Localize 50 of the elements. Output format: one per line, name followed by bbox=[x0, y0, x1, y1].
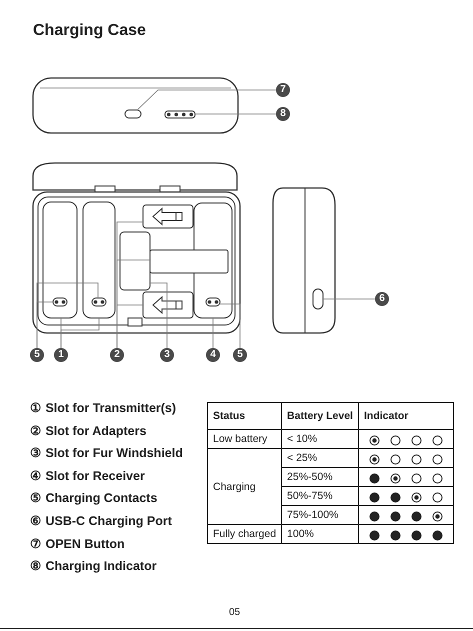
callout-number: 5 bbox=[233, 348, 247, 362]
table-text: 25%-50% bbox=[282, 468, 358, 486]
callout-number: 4 bbox=[206, 348, 220, 362]
callout-number: 2 bbox=[110, 348, 124, 362]
part-description: ⑦ OPEN Button bbox=[30, 536, 125, 551]
callout-number: 1 bbox=[54, 348, 68, 362]
page-number: 05 bbox=[229, 607, 240, 618]
callout-number: 7 bbox=[276, 83, 290, 97]
leader-line bbox=[322, 298, 376, 300]
leader-line bbox=[136, 90, 276, 110]
part-description: ⑥ USB-C Charging Port bbox=[30, 513, 172, 528]
charging-contacts bbox=[92, 298, 106, 306]
table-text: 100% bbox=[282, 524, 358, 544]
table-text: < 25% bbox=[282, 448, 358, 468]
table-text: 75%-100% bbox=[282, 506, 358, 524]
leader-line bbox=[36, 282, 98, 348]
table-header: Battery Level bbox=[282, 402, 358, 430]
part-description: ① Slot for Transmitter(s) bbox=[30, 400, 176, 415]
leader-line bbox=[212, 318, 214, 348]
callout-number: 6 bbox=[375, 292, 389, 306]
adapter-slot bbox=[142, 292, 194, 318]
part-description: ③ Slot for Fur Windshield bbox=[30, 445, 183, 460]
charging-contacts bbox=[206, 298, 220, 306]
table-text: Fully charged bbox=[208, 524, 282, 544]
indicator-lights bbox=[164, 110, 196, 118]
transmitter-slot bbox=[42, 202, 78, 318]
callout-number: 8 bbox=[276, 107, 290, 121]
callout-number: 5 bbox=[30, 348, 44, 362]
table-text: < 10% bbox=[282, 430, 358, 448]
table-text: Charging bbox=[208, 448, 282, 524]
table-text: Low battery bbox=[208, 430, 282, 448]
usb-c-port bbox=[312, 288, 324, 310]
table-header: Status bbox=[208, 402, 282, 430]
part-description: ⑧ Charging Indicator bbox=[30, 558, 157, 574]
title: Charging Case bbox=[33, 22, 146, 40]
part-description: ② Slot for Adapters bbox=[30, 422, 146, 438]
leader-line bbox=[220, 304, 240, 348]
adapter-slot bbox=[150, 250, 228, 274]
callout-number: 3 bbox=[160, 348, 174, 362]
leader-line bbox=[60, 318, 100, 348]
table-text: 50%-75% bbox=[282, 486, 358, 506]
table-header: Indicator bbox=[358, 402, 454, 430]
part-description: ⑤ Charging Contacts bbox=[30, 490, 158, 506]
leader-line bbox=[150, 282, 168, 348]
transmitter-slot bbox=[82, 202, 116, 318]
open-button bbox=[124, 110, 142, 118]
charging-contacts bbox=[52, 298, 68, 306]
adapter-slot bbox=[142, 204, 194, 228]
part-description: ④ Slot for Receiver bbox=[30, 468, 145, 483]
windshield-slot bbox=[120, 232, 150, 290]
